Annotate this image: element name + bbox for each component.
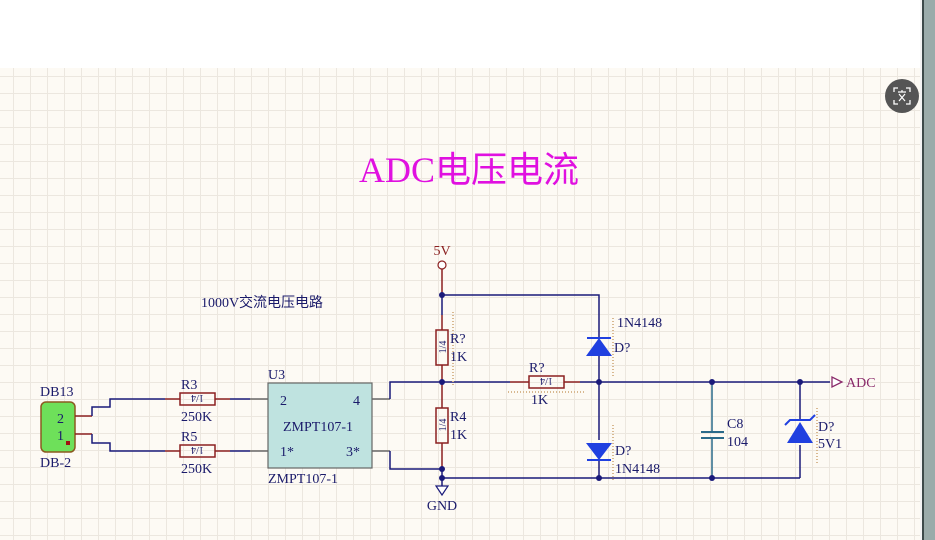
junctions [439, 292, 803, 481]
gnd-label: GND [427, 499, 457, 514]
junction [797, 379, 803, 385]
u3-pin-4: 4 [353, 394, 360, 409]
junction [439, 466, 445, 472]
resistor-r5: R5 1/4 250K [165, 430, 230, 477]
zener-value: 5V1 [818, 437, 842, 452]
c8-designator: C8 [727, 417, 743, 432]
scrollbar-edge [920, 0, 935, 540]
translate-icon [893, 87, 911, 105]
r-series-value: 1K [531, 393, 548, 408]
r-top-value: 1K [450, 350, 467, 365]
junction [709, 475, 715, 481]
r3-designator: R3 [181, 378, 197, 393]
r4-marking: 1/4 [438, 419, 449, 432]
adc-port: ADC [831, 375, 876, 391]
r5-marking: 1/4 [191, 444, 204, 455]
resistor-r4: 1/4 R4 1K [435, 382, 467, 469]
connector-pin-1: 1 [57, 429, 64, 444]
resistor-r3: R3 1/4 250K [165, 378, 230, 425]
r4-value: 1K [450, 428, 467, 443]
connector-pin-2: 2 [57, 412, 64, 427]
connector-comment: DB-2 [40, 456, 71, 471]
r5-designator: R5 [181, 430, 197, 445]
r3-value: 250K [181, 410, 212, 425]
top-blank-area [0, 0, 920, 68]
u3-body [267, 382, 373, 469]
u3-pin-2: 2 [280, 394, 287, 409]
input-wires [91, 398, 165, 452]
r4-designator: R4 [450, 410, 466, 425]
u3-pin-3: 3* [346, 445, 360, 460]
diagram-title: ADC电压电流 [359, 150, 579, 190]
zener-designator: D? [818, 420, 834, 435]
u3-name: ZMPT107-1 [283, 420, 353, 435]
diode-top-value: 1N4148 [617, 316, 662, 331]
diode-bottom: D? 1N4148 [586, 425, 660, 482]
pin1-marker [66, 441, 70, 445]
translate-button[interactable] [885, 79, 919, 113]
capacitor-c8: C8 104 [701, 382, 748, 478]
resistor-r-top: 1/4 R? 1K [435, 312, 467, 385]
r-top-designator: R? [450, 332, 466, 347]
junction [439, 475, 445, 481]
ic-u3: U3 2 4 ZMPT107-1 1* 3* ZMPT107-1 [250, 368, 390, 487]
junction [439, 292, 445, 298]
c8-value: 104 [727, 435, 748, 450]
diode-top-triangle [586, 338, 612, 356]
r5-value: 250K [181, 462, 212, 477]
r-series-marking: 1/4 [540, 375, 553, 386]
diode-bottom-triangle [586, 443, 612, 460]
junction [596, 379, 602, 385]
u3-comment: ZMPT107-1 [268, 472, 338, 487]
connector-db13: DB13 2 1 DB-2 [40, 385, 92, 471]
diode-top: 1N4148 D? [586, 315, 662, 378]
power-5v: 5V [433, 244, 451, 295]
diode-bottom-value: 1N4148 [615, 462, 660, 477]
ground-symbol: GND [427, 478, 457, 514]
junction [439, 379, 445, 385]
vcc-label: 5V [433, 244, 450, 259]
zener-diode: D? 5V1 [784, 408, 842, 465]
r3-marking: 1/4 [191, 392, 204, 403]
zener-triangle [787, 422, 813, 443]
r-series-designator: R? [529, 361, 545, 376]
adc-port-label: ADC [846, 376, 876, 391]
junction [596, 475, 602, 481]
vcc-symbol [437, 260, 447, 270]
u3-pin-1: 1* [280, 445, 294, 460]
connector-body [40, 401, 76, 453]
junction [709, 379, 715, 385]
r-top-marking: 1/4 [438, 341, 449, 354]
circuit-note: 1000V交流电压电路 [201, 294, 323, 311]
connector-designator: DB13 [40, 385, 73, 400]
diode-bottom-designator: D? [615, 444, 631, 459]
diode-top-designator: D? [614, 341, 630, 356]
schematic-canvas [0, 68, 920, 540]
resistor-r-series: R? 1/4 1K [508, 361, 584, 408]
u3-designator: U3 [268, 368, 285, 383]
